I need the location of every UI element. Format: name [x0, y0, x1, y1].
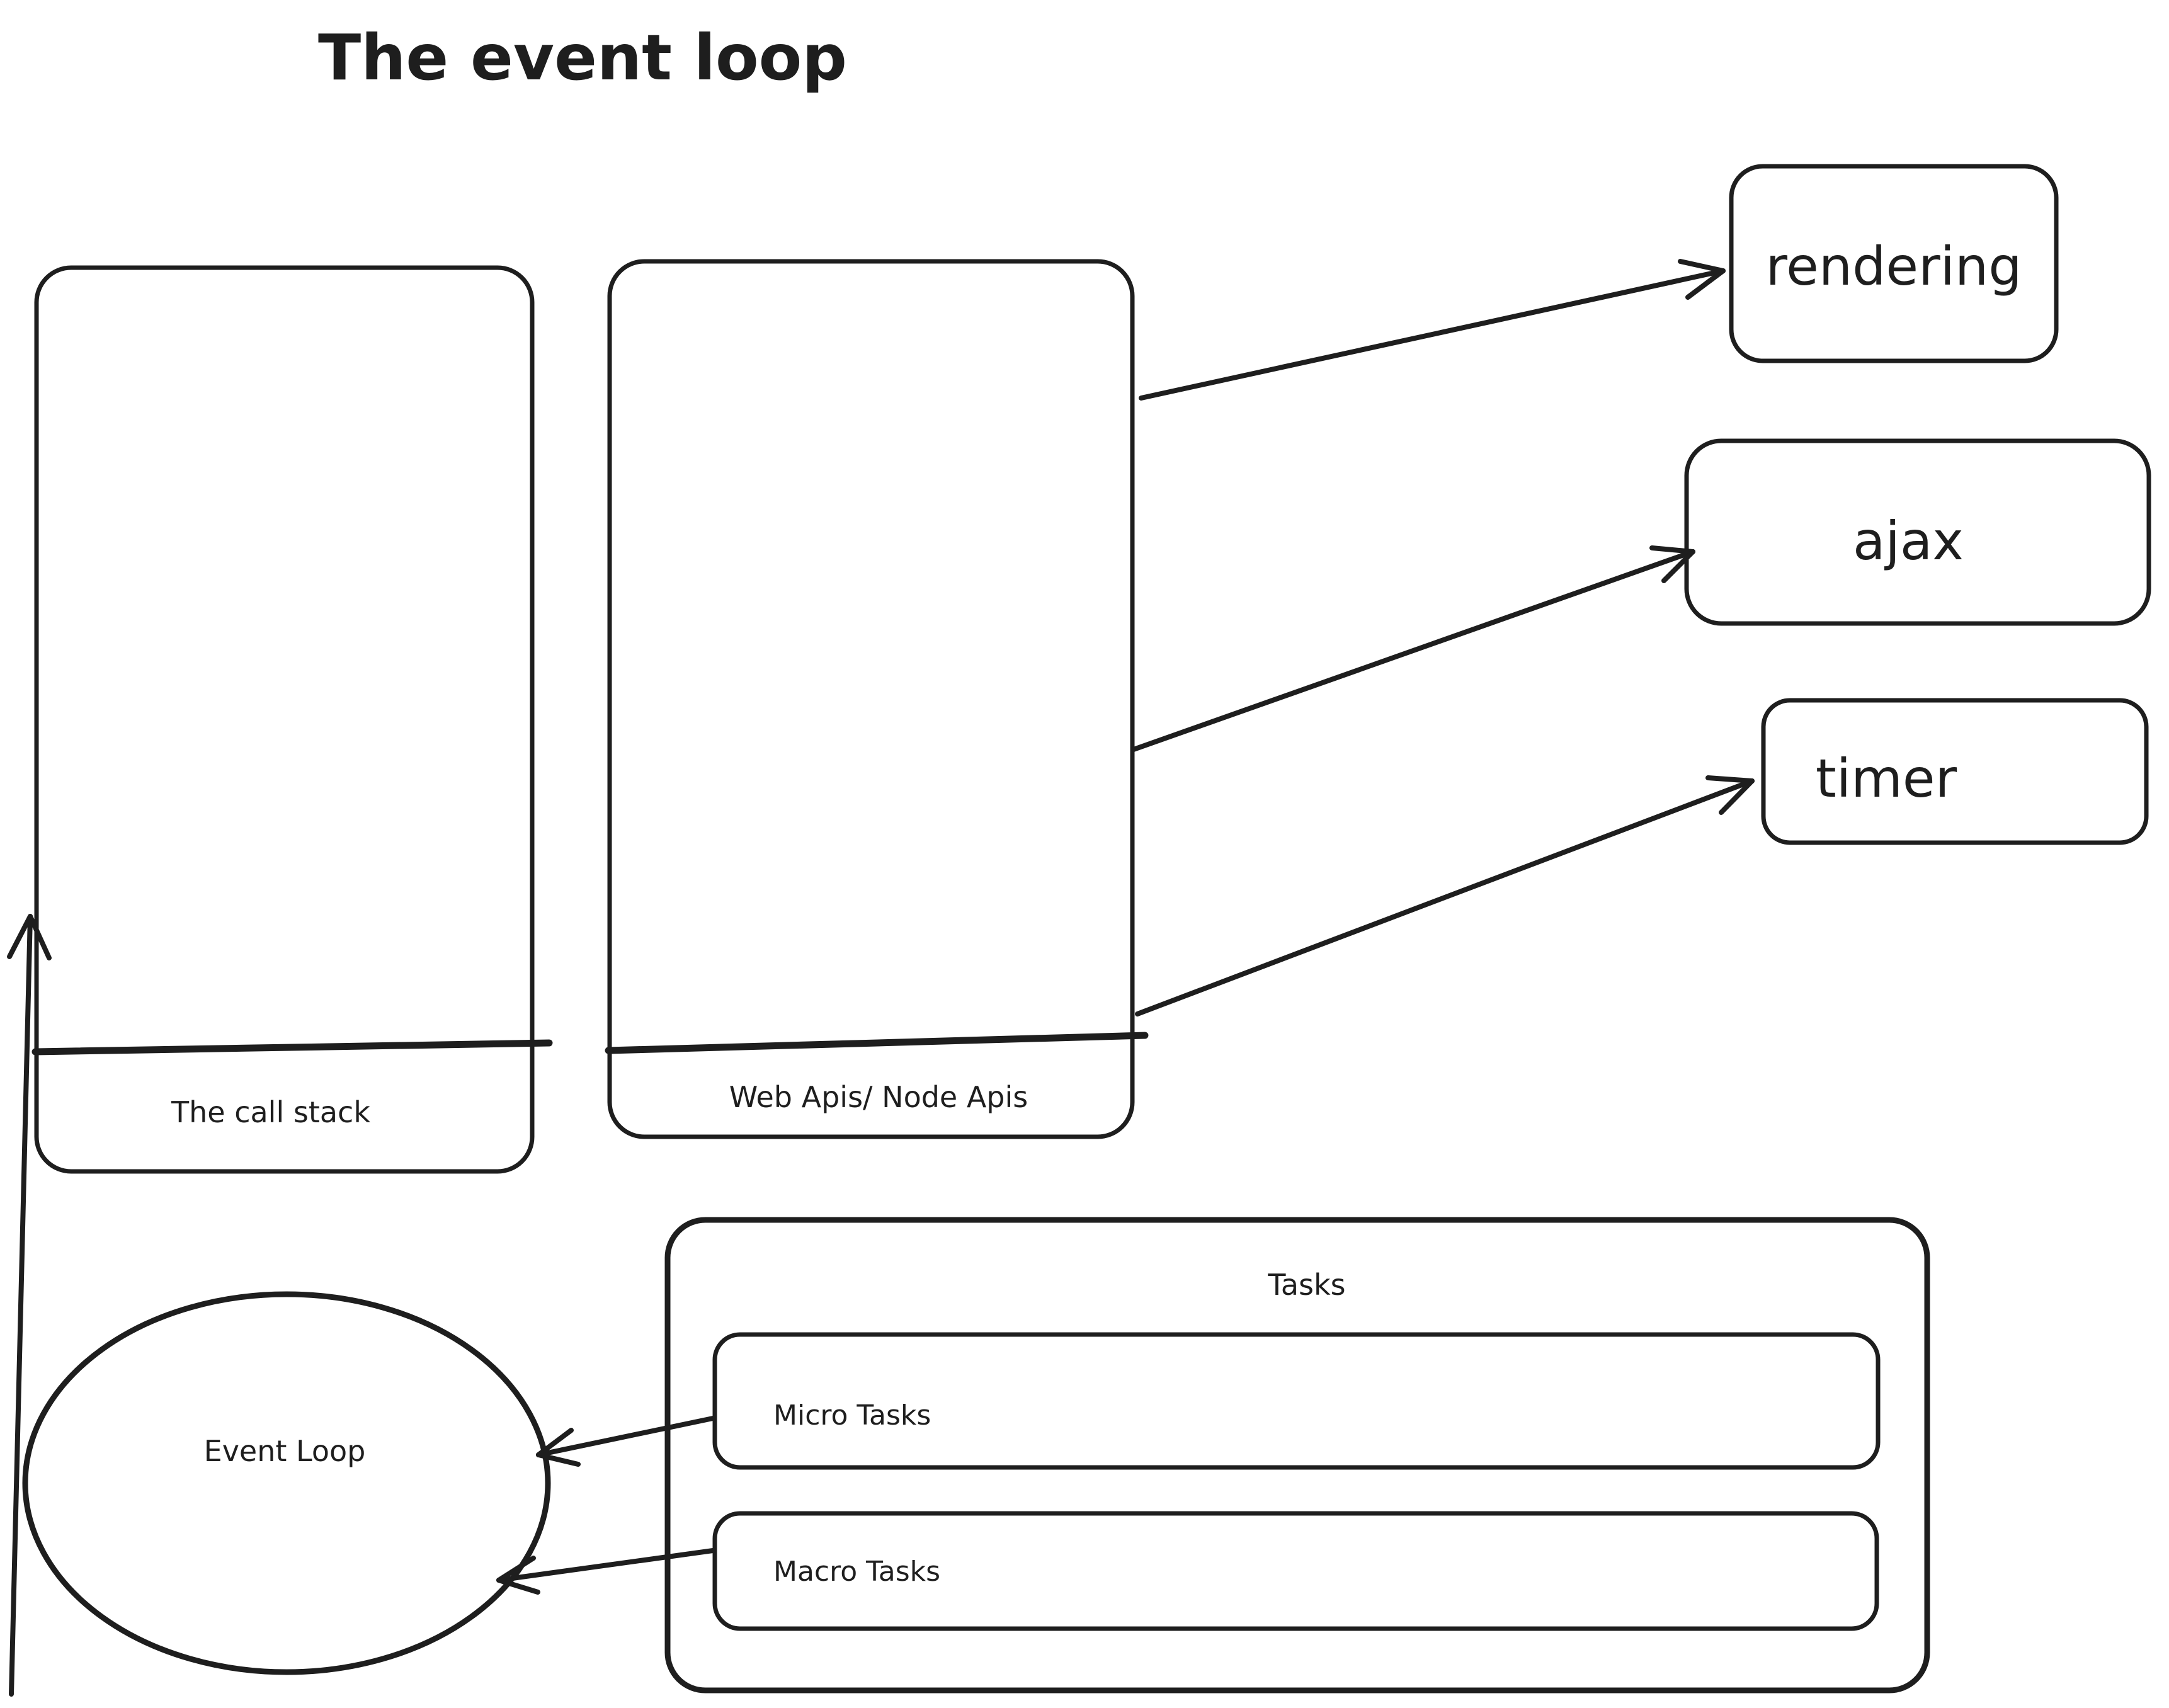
arrow-event-loop-to-call-stack — [7, 914, 52, 1697]
arrow-macro-tasks-to-event-loop — [496, 1548, 715, 1595]
call-stack-box: The call stack — [31, 265, 553, 1174]
macro-tasks-box: Macro Tasks — [712, 1511, 1879, 1631]
timer-box: timer — [1761, 698, 2149, 845]
tasks-container: Tasks Micro Tasks Macro Tasks — [664, 1217, 1930, 1694]
arrowhead-icon — [7, 914, 33, 959]
ajax-label: ajax — [1853, 510, 1964, 572]
call-stack-label: The call stack — [171, 1095, 370, 1129]
rendering-label: rendering — [1765, 236, 2022, 297]
micro-tasks-label: Micro Tasks — [773, 1399, 931, 1432]
event-loop-ellipse — [22, 1291, 551, 1675]
event-loop-label: Event Loop — [204, 1434, 366, 1468]
arrow-web-apis-to-timer — [1135, 775, 1755, 1016]
ajax-rect — [1684, 438, 2151, 626]
call-stack-rect — [34, 265, 535, 1174]
macro-tasks-label: Macro Tasks — [773, 1556, 940, 1588]
diagram-title: The event loop — [318, 21, 847, 94]
web-apis-label: Web Apis/ Node Apis — [729, 1080, 1028, 1114]
macro-tasks-rect — [712, 1511, 1879, 1631]
arrowhead-icon — [1678, 259, 1726, 273]
web-apis-divider — [605, 1032, 1149, 1054]
timer-rect — [1761, 698, 2149, 845]
web-apis-rect — [607, 259, 1135, 1139]
arrow-micro-tasks-to-event-loop — [536, 1416, 715, 1467]
call-stack-divider — [31, 1039, 553, 1056]
arrowhead-icon — [1705, 775, 1755, 783]
event-loop-node: Event Loop — [22, 1291, 551, 1675]
tasks-label: Tasks — [1267, 1268, 1345, 1302]
rendering-rect — [1729, 164, 2059, 363]
arrow-web-apis-to-rendering — [1139, 259, 1726, 401]
arrow-web-apis-to-ajax — [1131, 545, 1695, 752]
web-apis-box: Web Apis/ Node Apis — [605, 259, 1149, 1139]
timer-label: timer — [1816, 748, 1957, 809]
tasks-rect — [664, 1217, 1930, 1694]
arrowhead-icon — [496, 1578, 540, 1595]
rendering-box: rendering — [1729, 164, 2059, 363]
arrowhead-icon — [1649, 545, 1695, 554]
arrowhead-icon — [536, 1452, 581, 1467]
ajax-box: ajax — [1684, 438, 2151, 626]
micro-tasks-rect — [712, 1332, 1881, 1470]
micro-tasks-box: Micro Tasks — [712, 1332, 1881, 1470]
